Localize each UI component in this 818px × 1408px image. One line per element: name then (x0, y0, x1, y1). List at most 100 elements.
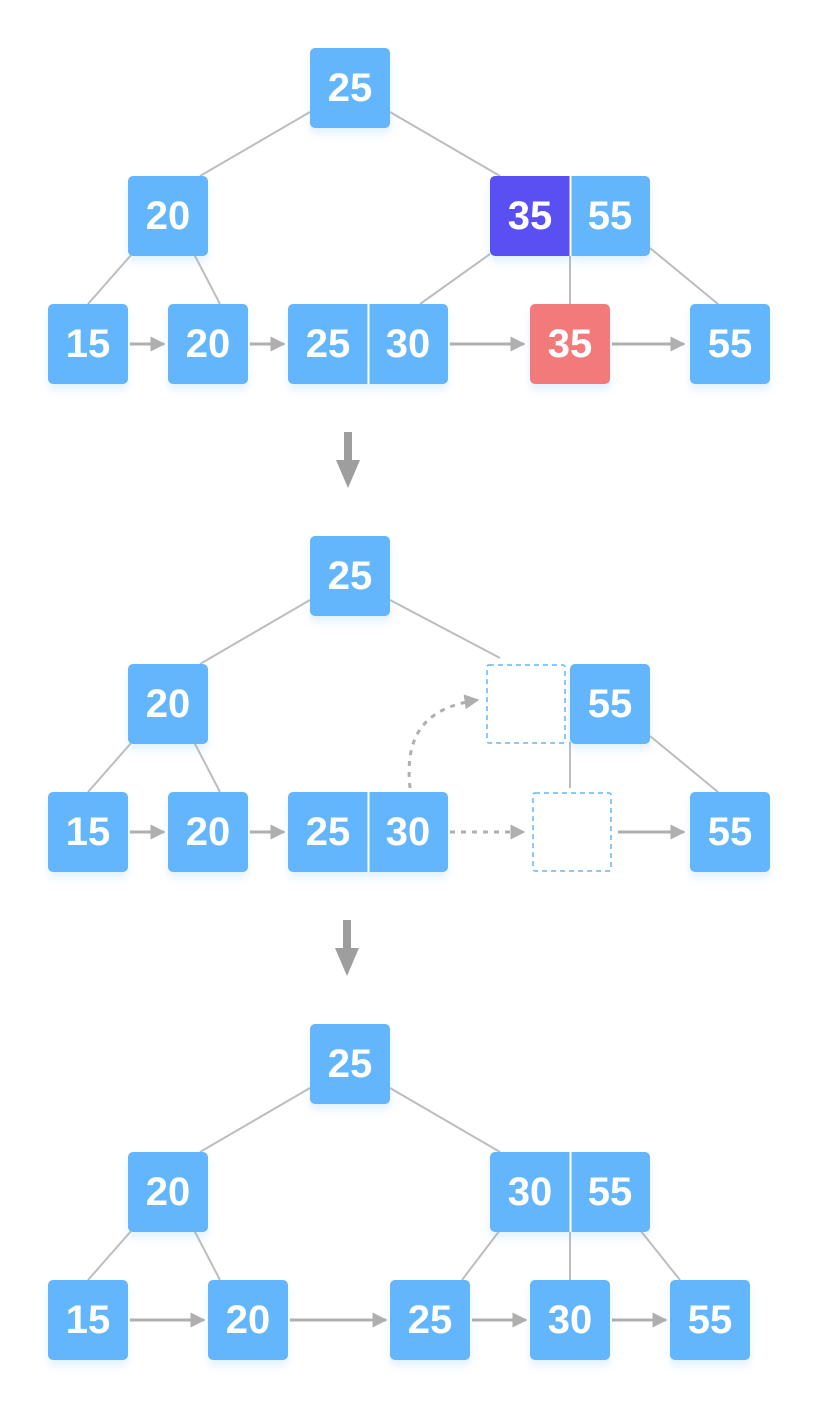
leaf-node: 55 (690, 792, 770, 872)
internal-node-right: 55 (486, 664, 650, 744)
key-cell (48, 1280, 128, 1360)
internal-node-left: 20 (128, 664, 208, 744)
internal-node-left: 20 (128, 176, 208, 256)
key-label: 20 (226, 1298, 271, 1342)
leaf-node: 15 (48, 304, 128, 384)
leaf-node: 15 (48, 792, 128, 872)
step-3: 25 20 30 55 15 20 25 30 55 (48, 1024, 750, 1360)
key-cell (530, 1280, 610, 1360)
edge-root-right (389, 111, 501, 177)
key-cell (310, 536, 390, 616)
key-label: 30 (508, 1170, 553, 1214)
leaf-node: 25 (390, 1280, 470, 1360)
key-cell-deleted (530, 304, 610, 384)
edge-root-left (199, 599, 311, 665)
key-label: 30 (386, 322, 431, 366)
key-label: 25 (328, 554, 373, 598)
key-cell (128, 176, 208, 256)
tree-edges (87, 1087, 681, 1281)
leaf-node-deleted: 35 (530, 304, 610, 384)
key-label: 55 (588, 1170, 633, 1214)
key-cell (571, 176, 650, 256)
key-cell (168, 304, 248, 384)
leaf-node-empty (532, 792, 612, 872)
edge-left-leaf1 (87, 741, 133, 793)
leaf-node: 25 30 (288, 304, 448, 384)
key-label: 20 (146, 1170, 191, 1214)
edge-root-right (389, 1087, 501, 1153)
key-label: 25 (328, 1042, 373, 1086)
leaf-node: 55 (670, 1280, 750, 1360)
key-label: 55 (588, 194, 633, 238)
key-label: 20 (146, 682, 191, 726)
key-label: 20 (146, 194, 191, 238)
key-label: 35 (508, 194, 553, 238)
edge-left-leaf2 (193, 741, 221, 793)
leaf-node: 20 (208, 1280, 288, 1360)
step-arrow-down (336, 432, 360, 488)
key-label: 25 (408, 1298, 453, 1342)
key-cell (128, 1152, 208, 1232)
cell-join (560, 176, 570, 256)
leaf-node: 20 (168, 792, 248, 872)
key-label: 25 (306, 810, 351, 854)
leaf-links (130, 694, 686, 840)
key-cell (390, 1280, 470, 1360)
key-label: 55 (708, 810, 753, 854)
key-label: 25 (328, 66, 373, 110)
edge-right-leaf5 (649, 735, 719, 793)
root-node: 25 (310, 48, 390, 128)
key-label: 15 (66, 1298, 111, 1342)
edge-root-left (199, 1087, 311, 1153)
key-cell (48, 792, 128, 872)
key-cell (570, 664, 650, 744)
key-cell (310, 1024, 390, 1104)
step-1: 25 20 35 55 15 20 25 30 (48, 48, 770, 384)
edge-left-leaf1 (87, 1229, 133, 1281)
key-label: 35 (548, 322, 593, 366)
leaf-node: 25 30 (288, 792, 448, 872)
borrow-arrow-dashed (407, 694, 480, 789)
edge-root-left (199, 111, 311, 177)
key-cell (690, 304, 770, 384)
empty-key-slot (486, 664, 566, 744)
root-node: 25 (310, 536, 390, 616)
edge-left-leaf1 (87, 253, 133, 305)
tree-edges (87, 111, 719, 305)
key-cell (670, 1280, 750, 1360)
tree-edges (87, 599, 719, 793)
key-label: 55 (588, 682, 633, 726)
key-cell (690, 792, 770, 872)
leaf-node: 15 (48, 1280, 128, 1360)
empty-leaf-slot (532, 792, 612, 872)
key-cell (128, 664, 208, 744)
key-label: 30 (386, 810, 431, 854)
key-label: 25 (306, 322, 351, 366)
leaf-node: 55 (690, 304, 770, 384)
step-2: 25 20 55 15 20 25 30 (48, 536, 770, 872)
internal-node-right: 35 55 (490, 176, 650, 256)
key-label: 15 (66, 810, 111, 854)
leaf-node: 20 (168, 304, 248, 384)
edge-root-right (389, 599, 501, 659)
key-label: 55 (708, 322, 753, 366)
key-cell (310, 48, 390, 128)
internal-node-left: 20 (128, 1152, 208, 1232)
key-label: 55 (688, 1298, 733, 1342)
edge-right-leaf5 (649, 247, 719, 305)
edge-right-leaf5 (639, 1229, 681, 1281)
root-node: 25 (310, 1024, 390, 1104)
key-label: 30 (548, 1298, 593, 1342)
internal-node-right: 30 55 (490, 1152, 650, 1232)
edge-left-leaf2 (193, 1229, 221, 1281)
key-cell (208, 1280, 288, 1360)
step-arrow-down (335, 920, 359, 976)
key-label: 20 (186, 810, 231, 854)
edge-left-leaf2 (193, 253, 221, 305)
key-label: 20 (186, 322, 231, 366)
edge-right-leaf3 (461, 1229, 501, 1281)
leaf-node: 30 (530, 1280, 610, 1360)
key-label: 15 (66, 322, 111, 366)
edge-right-leaf3 (419, 253, 491, 305)
